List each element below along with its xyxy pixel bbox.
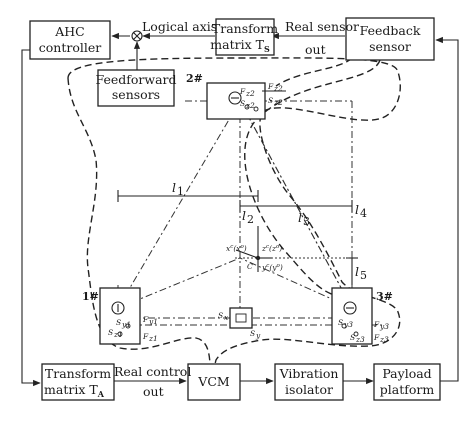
svg-text:l: l	[355, 264, 359, 279]
dashed-boundaries	[67, 57, 401, 369]
svg-text:AHC: AHC	[54, 24, 85, 39]
svg-text:F: F	[373, 333, 380, 342]
svg-text:isolator: isolator	[285, 382, 333, 397]
svg-text:l: l	[298, 210, 302, 225]
svg-text:out: out	[305, 42, 326, 57]
block-vcm: VCM	[187, 363, 241, 401]
unit-3-id: 3#	[376, 290, 393, 303]
svg-text:Payload: Payload	[382, 366, 431, 381]
signal-labels: Logical axis Real sensor out Real contro…	[114, 19, 359, 399]
svg-text:matrix TA: matrix TA	[44, 382, 105, 399]
center-unit: S x S y	[218, 307, 261, 340]
dimension-labels: l 1 l 2 l 3 l 4 l 5	[172, 180, 367, 282]
svg-text:z1: z1	[113, 330, 123, 339]
svg-text:Transform: Transform	[45, 366, 111, 381]
svg-text:z1: z1	[148, 334, 158, 343]
svg-text:3: 3	[303, 215, 310, 228]
block-transform-ts: Transform matrix TS	[210, 18, 278, 56]
svg-text:platform: platform	[380, 382, 435, 397]
svg-text:S: S	[116, 318, 121, 327]
svg-text:z2: z2	[245, 89, 255, 98]
svg-text:z2: z2	[245, 101, 255, 110]
svg-text:z2: z2	[273, 84, 283, 93]
block-vibration-isolator: Vibration isolator	[274, 363, 344, 401]
svg-text:5: 5	[360, 269, 367, 282]
svg-text:S: S	[250, 329, 255, 338]
svg-text:zc(zo): zc(zo)	[261, 244, 282, 253]
svg-text:F: F	[373, 320, 380, 329]
unit-2: 2# F z2 S z2 F z2 S z2	[186, 72, 286, 120]
svg-text:z3: z3	[355, 335, 365, 344]
svg-text:out: out	[143, 384, 164, 399]
svg-text:S: S	[240, 99, 245, 108]
unit-2-id: 2#	[186, 72, 203, 85]
svg-text:Vibration: Vibration	[279, 366, 339, 381]
svg-text:Feedback: Feedback	[360, 23, 421, 38]
svg-text:xc(xo): xc(xo)	[226, 244, 247, 253]
unit-1: 1# S y1 S z1 F y1 F z1	[82, 287, 158, 345]
svg-text:1: 1	[177, 185, 184, 198]
svg-text:4: 4	[360, 207, 367, 220]
svg-text:y1: y1	[121, 320, 131, 329]
svg-text:z2: z2	[273, 98, 283, 107]
svg-text:z3: z3	[379, 335, 389, 344]
svg-text:x: x	[224, 313, 229, 322]
block-transform-ta: Transform matrix TA	[41, 363, 115, 401]
svg-text:matrix TS: matrix TS	[210, 37, 270, 54]
svg-text:sensors: sensors	[112, 87, 160, 102]
svg-text:Transform: Transform	[212, 21, 278, 36]
block-feedforward-sensors: Feedforward sensors	[95, 69, 177, 107]
real-control-out-label: Real control	[114, 364, 191, 379]
svg-text:S: S	[268, 96, 273, 105]
svg-text:sensor: sensor	[369, 39, 411, 54]
svg-text:F: F	[142, 332, 149, 341]
svg-text:y3: y3	[343, 320, 353, 329]
svg-text:VCM: VCM	[197, 374, 230, 389]
svg-text:y: y	[255, 331, 261, 340]
svg-text:S: S	[218, 311, 223, 320]
svg-text:l: l	[172, 180, 176, 195]
summing-junction	[131, 30, 143, 42]
svg-text:C: C	[247, 262, 253, 271]
svg-text:F: F	[239, 87, 246, 96]
svg-text:y1: y1	[148, 317, 158, 326]
svg-text:S: S	[338, 318, 343, 327]
block-feedback-sensor: Feedback sensor	[345, 17, 435, 61]
block-payload-platform: Payload platform	[373, 363, 441, 401]
svg-text:F: F	[142, 315, 149, 324]
svg-text:controller: controller	[39, 40, 101, 55]
svg-text:yc(yo): yc(yo)	[261, 263, 283, 272]
unit-1-id: 1#	[82, 290, 99, 303]
svg-text:l: l	[355, 202, 359, 217]
svg-text:2: 2	[247, 213, 254, 226]
coordinate-frame: xc(xo) zc(zo) yc(yo) C	[226, 244, 283, 272]
svg-text:S: S	[350, 333, 355, 342]
unit-3: 3# S y3 S z3 F y3 F z3	[331, 287, 393, 345]
real-sensor-out-label: Real sensor	[285, 19, 359, 34]
svg-text:F: F	[267, 82, 274, 91]
logical-axis-label: Logical axis	[142, 19, 217, 34]
svg-text:S: S	[108, 328, 113, 337]
svg-text:Feedforward: Feedforward	[95, 72, 176, 87]
svg-text:y3: y3	[379, 322, 389, 331]
svg-text:l: l	[242, 208, 246, 223]
block-ahc-controller: AHC controller	[29, 20, 111, 60]
